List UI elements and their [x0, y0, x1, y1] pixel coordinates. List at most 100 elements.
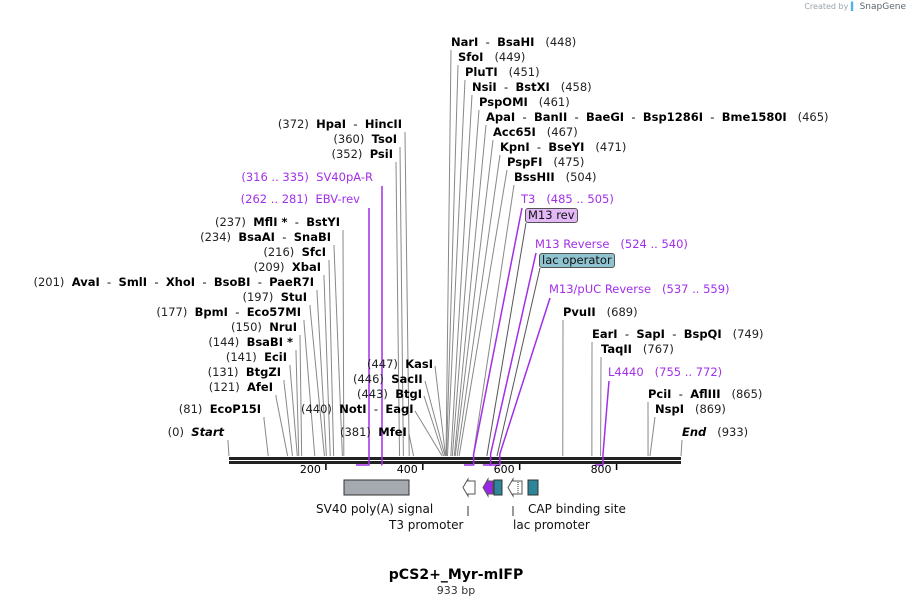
enzyme-name[interactable]: SapI: [636, 327, 665, 341]
enzyme-name[interactable]: EciI: [264, 350, 287, 364]
enzyme-name[interactable]: TaqII: [601, 342, 632, 356]
enzyme-name[interactable]: NsiI: [472, 80, 497, 94]
enzyme-name[interactable]: NarI: [451, 35, 478, 49]
enzyme-name[interactable]: BssHII: [514, 170, 555, 184]
enzyme-site-label[interactable]: Acc65I (467): [493, 125, 578, 139]
enzyme-name[interactable]: BpmI: [195, 305, 228, 319]
enzyme-name[interactable]: BsaAI: [238, 230, 275, 244]
enzyme-name[interactable]: BanII: [534, 110, 567, 124]
enzyme-name[interactable]: KasI: [405, 357, 433, 371]
enzyme-site-label[interactable]: PluTI (451): [465, 65, 540, 79]
enzyme-site-label[interactable]: PspFI (475): [507, 155, 584, 169]
enzyme-site-label[interactable]: (201) AvaI - SmlI - XhoI - BsoBI - PaeR7…: [33, 275, 314, 289]
enzyme-name[interactable]: AvaI: [72, 275, 100, 289]
enzyme-site-label[interactable]: (177) BpmI - Eco57MI: [156, 305, 301, 319]
enzyme-name[interactable]: Bme1580I: [722, 110, 787, 124]
primer-label[interactable]: T3 (485 .. 505): [521, 192, 614, 206]
enzyme-name[interactable]: NruI: [269, 320, 297, 334]
enzyme-site-label[interactable]: BssHII (504): [514, 170, 597, 184]
primer-label[interactable]: M13/pUC Reverse (537 .. 559): [549, 282, 730, 296]
enzyme-name[interactable]: BstYI: [306, 215, 340, 229]
enzyme-site-label[interactable]: (372) HpaI - HincII: [278, 117, 402, 131]
enzyme-name[interactable]: BtgI: [395, 387, 422, 401]
enzyme-site-label[interactable]: KpnI - BseYI (471): [500, 140, 626, 154]
enzyme-site-label[interactable]: (150) NruI: [231, 320, 297, 334]
enzyme-name[interactable]: BstXI: [515, 80, 549, 94]
enzyme-name[interactable]: PsiI: [370, 147, 393, 161]
enzyme-site-label[interactable]: (216) SfcI: [263, 245, 326, 259]
feature-label[interactable]: lac promoter: [513, 518, 590, 532]
enzyme-name[interactable]: BsaBI *: [247, 335, 293, 349]
enzyme-name[interactable]: BsoBI: [214, 275, 251, 289]
enzyme-name[interactable]: Bsp1286I: [643, 110, 703, 124]
feature-label[interactable]: T3 promoter: [389, 518, 463, 532]
enzyme-site-label[interactable]: (0) Start: [168, 425, 224, 439]
enzyme-name[interactable]: NspI: [655, 402, 684, 416]
enzyme-name[interactable]: HpaI: [316, 117, 346, 131]
primer-label[interactable]: (262 .. 281) EBV-rev: [241, 192, 360, 206]
enzyme-site-label[interactable]: (381) MfeI: [340, 425, 407, 439]
enzyme-site-label[interactable]: (234) BsaAI - SnaBI: [200, 230, 331, 244]
enzyme-name[interactable]: HincII: [365, 117, 402, 131]
enzyme-name[interactable]: SmlI: [119, 275, 148, 289]
feature-tag[interactable]: M13 rev: [525, 208, 578, 223]
enzyme-name[interactable]: MflI *: [253, 215, 287, 229]
enzyme-name[interactable]: AfeI: [247, 380, 273, 394]
enzyme-site-label[interactable]: (237) MflI * - BstYI: [215, 215, 340, 229]
enzyme-site-label[interactable]: (360) TsoI: [333, 132, 397, 146]
enzyme-name[interactable]: PluTI: [465, 65, 498, 79]
enzyme-name[interactable]: NotI: [339, 402, 366, 416]
enzyme-site-label[interactable]: (121) AfeI: [209, 380, 273, 394]
enzyme-name[interactable]: PspOMI: [479, 95, 528, 109]
enzyme-name[interactable]: SnaBI: [294, 230, 331, 244]
primer-label[interactable]: (316 .. 335) SV40pA-R: [241, 170, 373, 184]
enzyme-name[interactable]: SfcI: [302, 245, 326, 259]
enzyme-site-label[interactable]: NspI (869): [655, 402, 726, 416]
enzyme-site-label[interactable]: (141) EciI: [226, 350, 287, 364]
enzyme-name[interactable]: End: [682, 425, 706, 439]
enzyme-site-label[interactable]: PspOMI (461): [479, 95, 570, 109]
enzyme-name[interactable]: TsoI: [372, 132, 397, 146]
enzyme-name[interactable]: PaeR7I: [269, 275, 314, 289]
feature-label[interactable]: SV40 poly(A) signal: [316, 502, 433, 516]
enzyme-name[interactable]: Start: [191, 425, 224, 439]
enzyme-name[interactable]: BsaHI: [497, 35, 534, 49]
enzyme-name[interactable]: EarI: [592, 327, 618, 341]
enzyme-name[interactable]: PspFI: [507, 155, 542, 169]
enzyme-site-label[interactable]: (209) XbaI: [254, 260, 321, 274]
enzyme-name[interactable]: Eco57MI: [247, 305, 301, 319]
enzyme-site-label[interactable]: (352) PsiI: [331, 147, 393, 161]
enzyme-name[interactable]: MfeI: [378, 425, 407, 439]
enzyme-name[interactable]: StuI: [281, 290, 307, 304]
enzyme-site-label[interactable]: SfoI (449): [458, 50, 525, 64]
enzyme-site-label[interactable]: (144) BsaBI *: [208, 335, 293, 349]
enzyme-site-label[interactable]: (440) NotI - EagI: [301, 402, 413, 416]
enzyme-site-label[interactable]: (81) EcoP15I: [179, 402, 261, 416]
feature-label[interactable]: CAP binding site: [528, 502, 626, 516]
enzyme-site-label[interactable]: PciI - AflIII (865): [648, 387, 762, 401]
enzyme-name[interactable]: PvuII: [563, 305, 596, 319]
enzyme-name[interactable]: ApaI: [486, 110, 515, 124]
enzyme-name[interactable]: SacII: [391, 372, 422, 386]
feature-tag[interactable]: lac operator: [539, 253, 615, 268]
enzyme-site-label[interactable]: (446) SacII: [353, 372, 423, 386]
enzyme-site-label[interactable]: NarI - BsaHI (448): [451, 35, 576, 49]
enzyme-name[interactable]: BseYI: [548, 140, 584, 154]
enzyme-name[interactable]: EcoP15I: [210, 402, 261, 416]
primer-label[interactable]: L4440 (755 .. 772): [608, 365, 722, 379]
primer-label[interactable]: M13 Reverse (524 .. 540): [535, 237, 688, 251]
enzyme-name[interactable]: BtgZI: [246, 365, 281, 379]
enzyme-site-label[interactable]: EarI - SapI - BspQI (749): [592, 327, 764, 341]
enzyme-site-label[interactable]: (197) StuI: [243, 290, 308, 304]
enzyme-name[interactable]: AflIII: [690, 387, 720, 401]
enzyme-name[interactable]: PciI: [648, 387, 671, 401]
enzyme-name[interactable]: EagI: [385, 402, 413, 416]
enzyme-name[interactable]: KpnI: [500, 140, 530, 154]
enzyme-site-label[interactable]: PvuII (689): [563, 305, 638, 319]
enzyme-name[interactable]: Acc65I: [493, 125, 536, 139]
enzyme-name[interactable]: XbaI: [292, 260, 321, 274]
enzyme-site-label[interactable]: NsiI - BstXI (458): [472, 80, 592, 94]
enzyme-site-label[interactable]: (131) BtgZI: [208, 365, 281, 379]
enzyme-site-label[interactable]: TaqII (767): [601, 342, 674, 356]
enzyme-name[interactable]: XhoI: [166, 275, 195, 289]
